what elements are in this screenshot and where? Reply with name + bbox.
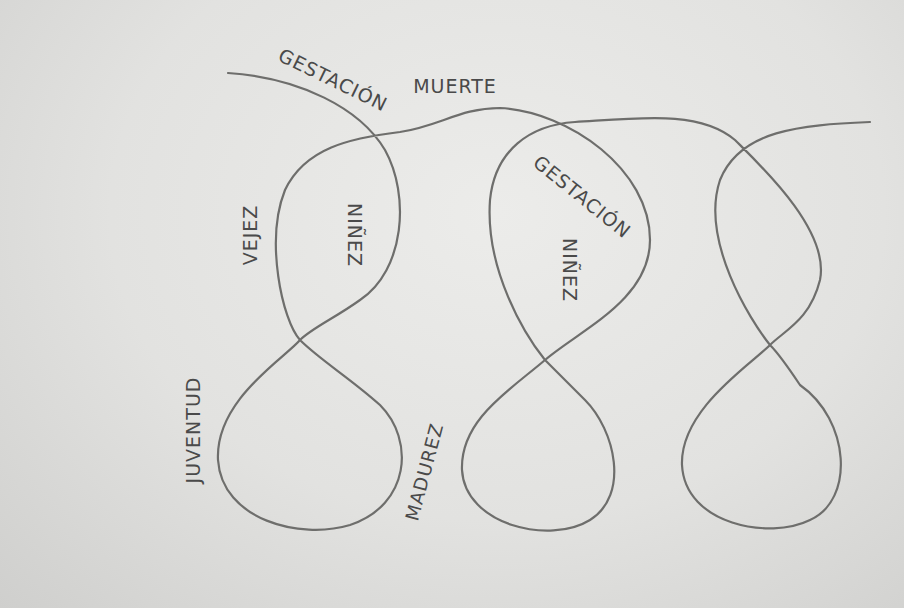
- stage-label: MUERTE: [413, 76, 497, 97]
- stage-label: NIÑEZ: [560, 238, 581, 302]
- infinity-curve: [218, 73, 870, 531]
- stage-label: GESTACIÓN: [529, 152, 634, 243]
- stage-label: NIÑEZ: [345, 203, 366, 267]
- stage-label: MADUREZ: [402, 421, 447, 523]
- stage-label: JUVENTUD: [183, 377, 204, 484]
- stage-label: GESTACIÓN: [275, 45, 391, 116]
- stage-label: VEJEZ: [240, 205, 261, 266]
